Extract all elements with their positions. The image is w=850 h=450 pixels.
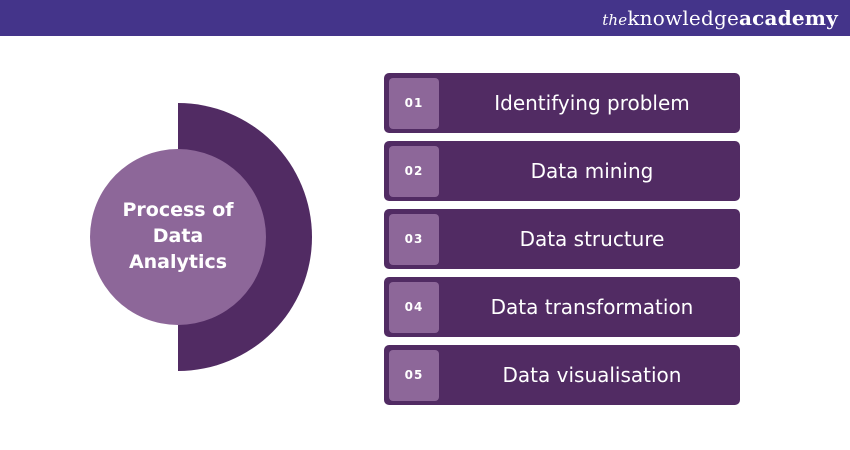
brand-suffix: academy	[739, 6, 838, 30]
process-steps-list: 01 Identifying problem 02 Data mining 03…	[384, 73, 740, 413]
step-card-02: 02 Data mining	[384, 141, 740, 201]
diagram-title: Process of Data Analytics	[90, 197, 266, 275]
step-number: 05	[389, 350, 439, 401]
header-bar: theknowledgeacademy	[0, 0, 850, 36]
brand-middle: knowledge	[627, 6, 739, 30]
center-circle	[90, 149, 266, 325]
step-label: Data mining	[530, 159, 654, 183]
step-card-05: 05 Data visualisation	[384, 345, 740, 405]
step-number: 03	[389, 214, 439, 265]
step-label: Data transformation	[490, 295, 694, 319]
step-card-01: 01 Identifying problem	[384, 73, 740, 133]
step-number: 04	[389, 282, 439, 333]
step-number: 02	[389, 146, 439, 197]
diagram-title-line-1: Process of	[122, 199, 234, 221]
step-label: Data structure	[519, 227, 665, 251]
diagram-title-line-2: Data	[152, 225, 204, 247]
step-card-04: 04 Data transformation	[384, 277, 740, 337]
step-card-03: 03 Data structure	[384, 209, 740, 269]
diagram-title-line-3: Analytics	[128, 251, 228, 273]
step-label: Data visualisation	[502, 363, 682, 387]
brand-logo: theknowledgeacademy	[602, 6, 838, 32]
step-label: Identifying problem	[494, 91, 690, 115]
step-number: 01	[389, 78, 439, 129]
brand-prefix: the	[602, 11, 628, 29]
